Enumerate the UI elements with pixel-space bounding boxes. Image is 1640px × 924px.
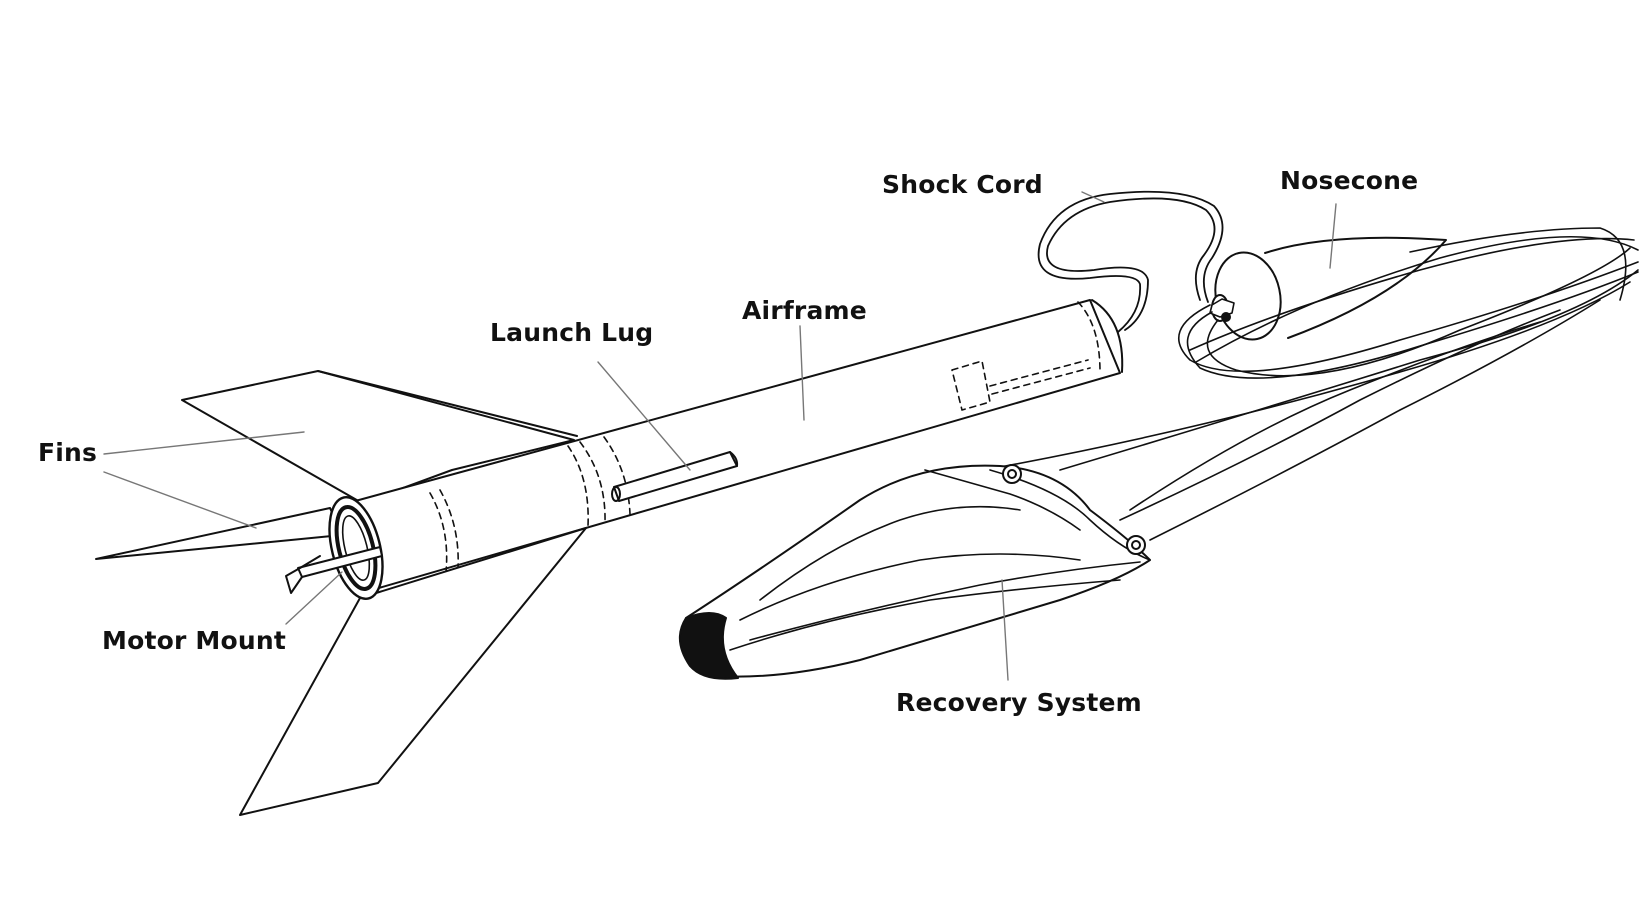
upper-fin	[181, 370, 578, 504]
label-recovery-system: Recovery System	[896, 688, 1142, 717]
label-motor-mount: Motor Mount	[102, 626, 287, 655]
shock-cord	[1037, 190, 1224, 333]
nosecone	[1209, 236, 1447, 341]
label-airframe: Airframe	[742, 296, 867, 325]
launch-lug	[611, 451, 739, 502]
leader-airframe	[799, 325, 805, 421]
leader-fins-upper	[103, 431, 305, 455]
shroud-lines	[999, 227, 1639, 541]
leader-nosecone	[1329, 203, 1337, 269]
motor-mount	[285, 496, 384, 600]
lower-fin	[239, 527, 587, 816]
leader-shock-cord	[1081, 191, 1105, 203]
label-launch-lug: Launch Lug	[490, 318, 654, 347]
label-shock-cord: Shock Cord	[882, 170, 1043, 199]
leader-lines	[103, 191, 1337, 681]
label-fins: Fins	[38, 438, 98, 467]
label-nosecone: Nosecone	[1280, 166, 1419, 195]
leader-motor-mount	[285, 571, 343, 625]
leader-launch-lug	[597, 361, 691, 471]
recovery-parachute	[679, 464, 1151, 680]
leader-recovery-system	[1001, 579, 1009, 681]
left-fin	[95, 507, 343, 560]
leader-fins-left	[103, 471, 257, 529]
